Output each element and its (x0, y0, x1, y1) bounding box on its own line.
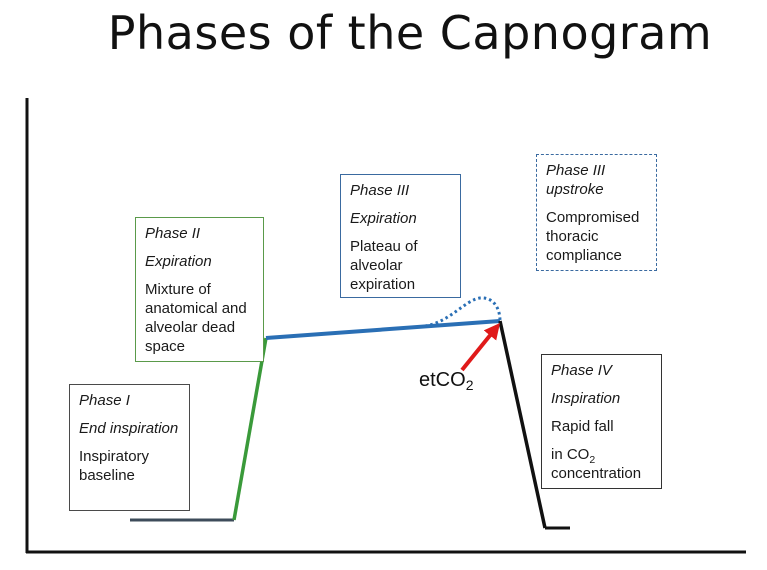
etco2-sub: 2 (465, 377, 474, 393)
phase3-name: Phase III (350, 182, 410, 199)
phase4-desc-in: in CO (551, 446, 590, 463)
phase2-desc: Mixture of anatomical and alveolar dead … (145, 281, 247, 355)
phase2-phase: Expiration (145, 253, 212, 270)
phase3-upstroke-desc: Compromised thoracic compliance (546, 209, 640, 264)
phase3-upstroke-box: Phase III upstroke Compromised thoracic … (536, 154, 657, 271)
phase2-upstroke-line (232, 337, 268, 521)
phase3-plateau-line (265, 319, 501, 340)
phase4-desc-post: concentration (551, 465, 642, 482)
phase1-phase: End inspiration (79, 420, 179, 437)
phase4-phase: Inspiration (551, 390, 621, 407)
phase2-name: Phase II (145, 225, 201, 242)
phase3-upstroke-name: Phase III upstroke (546, 162, 606, 198)
phase1-desc: Inspiratory baseline (79, 448, 150, 484)
phase3-upstroke-dotted-curve (424, 296, 502, 328)
etco2-text: etCO (419, 369, 466, 391)
phase4-fall-line (498, 320, 547, 529)
phase4-desc-sub: 2 (589, 454, 596, 466)
phase3-phase: Expiration (350, 210, 417, 227)
phase4-desc-pre: Rapid fall (551, 418, 614, 435)
page-title: Phases of the Capnogram (107, 6, 713, 60)
etco2-arrow (460, 323, 501, 372)
etco2-label: etCO2 (419, 369, 473, 392)
phase3-box: Phase III Expiration Plateau of alveolar… (340, 174, 461, 298)
phase2-box: Phase II Expiration Mixture of anatomica… (135, 217, 264, 362)
phase1-box: Phase I End inspiration Inspiratory base… (69, 384, 190, 511)
phase3-desc: Plateau of alveolar expiration (350, 238, 418, 293)
phase4-name: Phase IV (551, 362, 612, 379)
phase1-name: Phase I (79, 392, 130, 409)
